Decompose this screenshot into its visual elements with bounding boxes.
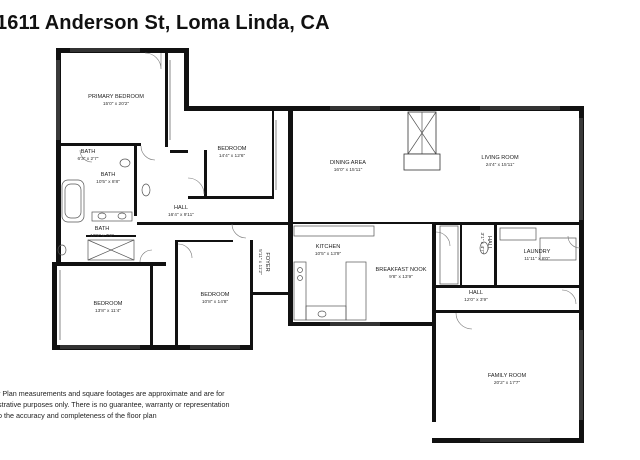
room-name: HALL	[469, 290, 483, 296]
room-dims: 24'4" x 15'11"	[486, 162, 515, 168]
room-name: FAMILY ROOM	[488, 373, 527, 379]
room-name: BEDROOM	[201, 292, 230, 298]
room-dims: 5'11" x 11'2"	[257, 249, 263, 275]
room-dims: 12'0" x 3'9"	[464, 297, 488, 303]
room-name: HALL	[486, 236, 492, 250]
room-dims: 15'0" x 20'2"	[103, 101, 130, 107]
room-dims: 16'4" x 9'11"	[168, 212, 194, 218]
room-dims: 13'8" x 11'4"	[95, 308, 121, 314]
room-dims: 10'5" x 13'9"	[315, 251, 342, 257]
room-dims: 16'0" x 15'11"	[334, 167, 363, 173]
room-name: LIVING ROOM	[481, 155, 519, 161]
disclaimer: r Plan measurements and square footages …	[0, 388, 229, 422]
room-name: BEDROOM	[94, 301, 123, 307]
room-name: FOYER	[264, 252, 270, 271]
room-name: LAUNDRY	[524, 249, 551, 255]
room-name: BEDROOM	[218, 146, 247, 152]
room-name: BATH	[95, 226, 110, 232]
room-labels: PRIMARY BEDROOM 15'0" x 20'2" BEDROOM 14…	[78, 94, 551, 386]
room-name: BREAKFAST NOOK	[376, 267, 427, 273]
walls	[52, 48, 584, 443]
room-name: BATH	[81, 149, 96, 155]
room-dims: 10'5" x 8'8"	[96, 179, 120, 185]
disclaimer-line: strative purposes only. There is no guar…	[0, 400, 230, 410]
room-name: HALL	[174, 205, 188, 211]
room-name: PRIMARY BEDROOM	[88, 94, 144, 100]
room-name: DINING AREA	[330, 160, 366, 166]
room-dims: 6'3" x 2'7"	[78, 156, 99, 162]
room-dims: 14'4" x 12'6"	[219, 153, 246, 159]
room-name: BATH	[101, 172, 116, 178]
room-dims: 11'11" x 8'0"	[524, 256, 550, 262]
disclaimer-line: r Plan measurements and square footages …	[0, 389, 225, 398]
fixtures	[57, 60, 577, 340]
disclaimer-line: o the accuracy and completeness of the f…	[0, 411, 157, 421]
room-dims: 10'8" x 14'8"	[202, 299, 229, 305]
windows	[56, 48, 583, 442]
room-dims: 3'1" x 4'7"	[479, 233, 485, 254]
room-dims: 20'2" x 17'7"	[494, 380, 521, 386]
room-dims: 10'5" x 7'6"	[90, 233, 114, 239]
room-dims: 9'8" x 13'9"	[389, 274, 413, 280]
doors	[79, 52, 581, 330]
room-name: KITCHEN	[316, 244, 341, 250]
listing-address-title: 1611 Anderson St, Loma Linda, CA	[0, 12, 330, 34]
